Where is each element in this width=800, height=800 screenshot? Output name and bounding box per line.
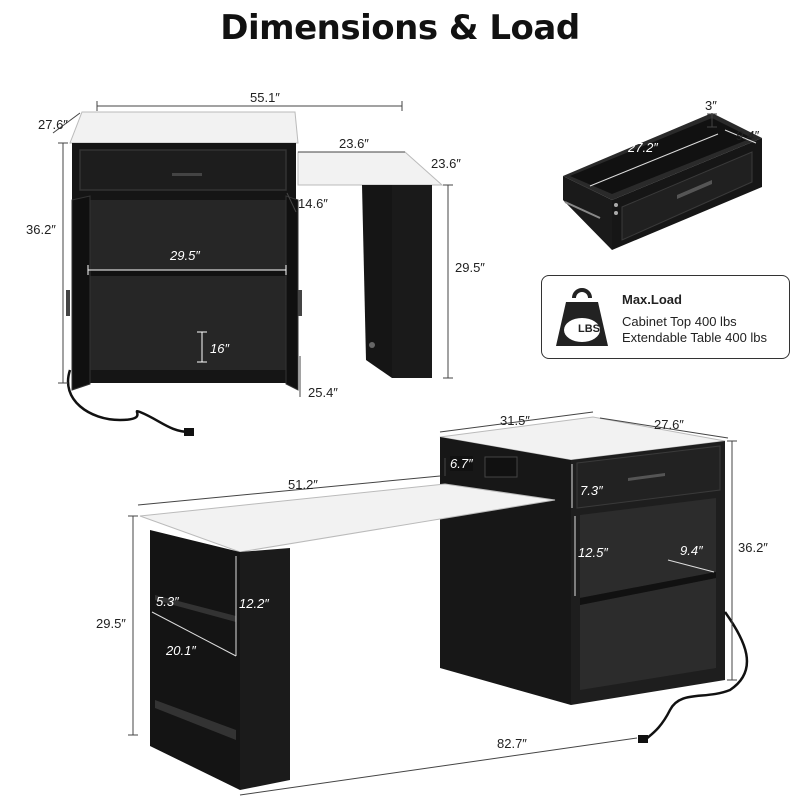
drawer-drawing: [563, 113, 762, 250]
shelf-height-label: 16″: [210, 341, 230, 356]
cabinet-depth-label: 27.6″: [654, 417, 684, 432]
outlet-height-label: 6.7″: [450, 456, 473, 471]
max-load-table: Extendable Table 400 lbs: [622, 330, 768, 345]
total-width-label: 82.7″: [497, 736, 527, 751]
max-load-title: Max.Load: [622, 292, 682, 307]
max-load-cabinet: Cabinet Top 400 lbs: [622, 314, 737, 329]
tabletop-width-label: 51.2″: [288, 477, 318, 492]
table-height-bottom-label: 29.5″: [96, 616, 126, 631]
open-shelf-height-label: 12.5″: [578, 545, 608, 560]
max-load-box: LBS Max.Load Cabinet Top 400 lbs Extenda…: [541, 275, 790, 359]
drawer-height-label: 3″: [705, 98, 717, 113]
top-unit-dim-lines: [52, 101, 453, 397]
table-depth-label: 23.6″: [431, 156, 461, 171]
leg-shelf-height-label: 12.2″: [239, 596, 269, 611]
cabinet-height-label: 36.2″: [738, 540, 768, 555]
drawer-height-bottom-label: 7.3″: [580, 483, 603, 498]
top-depth-label: 27.6″: [38, 117, 68, 132]
leg-shelf-depth-label: 5.3″: [156, 594, 179, 609]
weight-icon: LBS: [552, 284, 612, 350]
extended-unit-dim-lines: [128, 411, 737, 796]
table-height-label: 29.5″: [455, 260, 485, 275]
weight-icon-label: LBS: [578, 323, 600, 335]
drawer-dim-lines: [589, 113, 757, 187]
base-height-label: 25.4″: [308, 385, 338, 400]
top-height-label: 36.2″: [26, 222, 56, 237]
inner-width-label: 29.5″: [170, 248, 200, 263]
side-gap-label: 14.6″: [298, 196, 328, 211]
drawer-length-label: 27.2″: [628, 140, 658, 155]
page-title: Dimensions & Load: [220, 8, 580, 48]
table-width-label: 23.6″: [339, 136, 369, 151]
open-shelf-depth-label: 9.4″: [680, 543, 703, 558]
leg-shelf-width-label: 20.1″: [166, 643, 196, 658]
top-width-label: 55.1″: [250, 90, 280, 105]
drawer-depth-label: 9.4″: [736, 128, 759, 143]
top-unit-drawing: [66, 111, 444, 436]
cabinet-width-label: 31.5″: [500, 413, 530, 428]
extended-unit-drawing: [139, 416, 749, 790]
